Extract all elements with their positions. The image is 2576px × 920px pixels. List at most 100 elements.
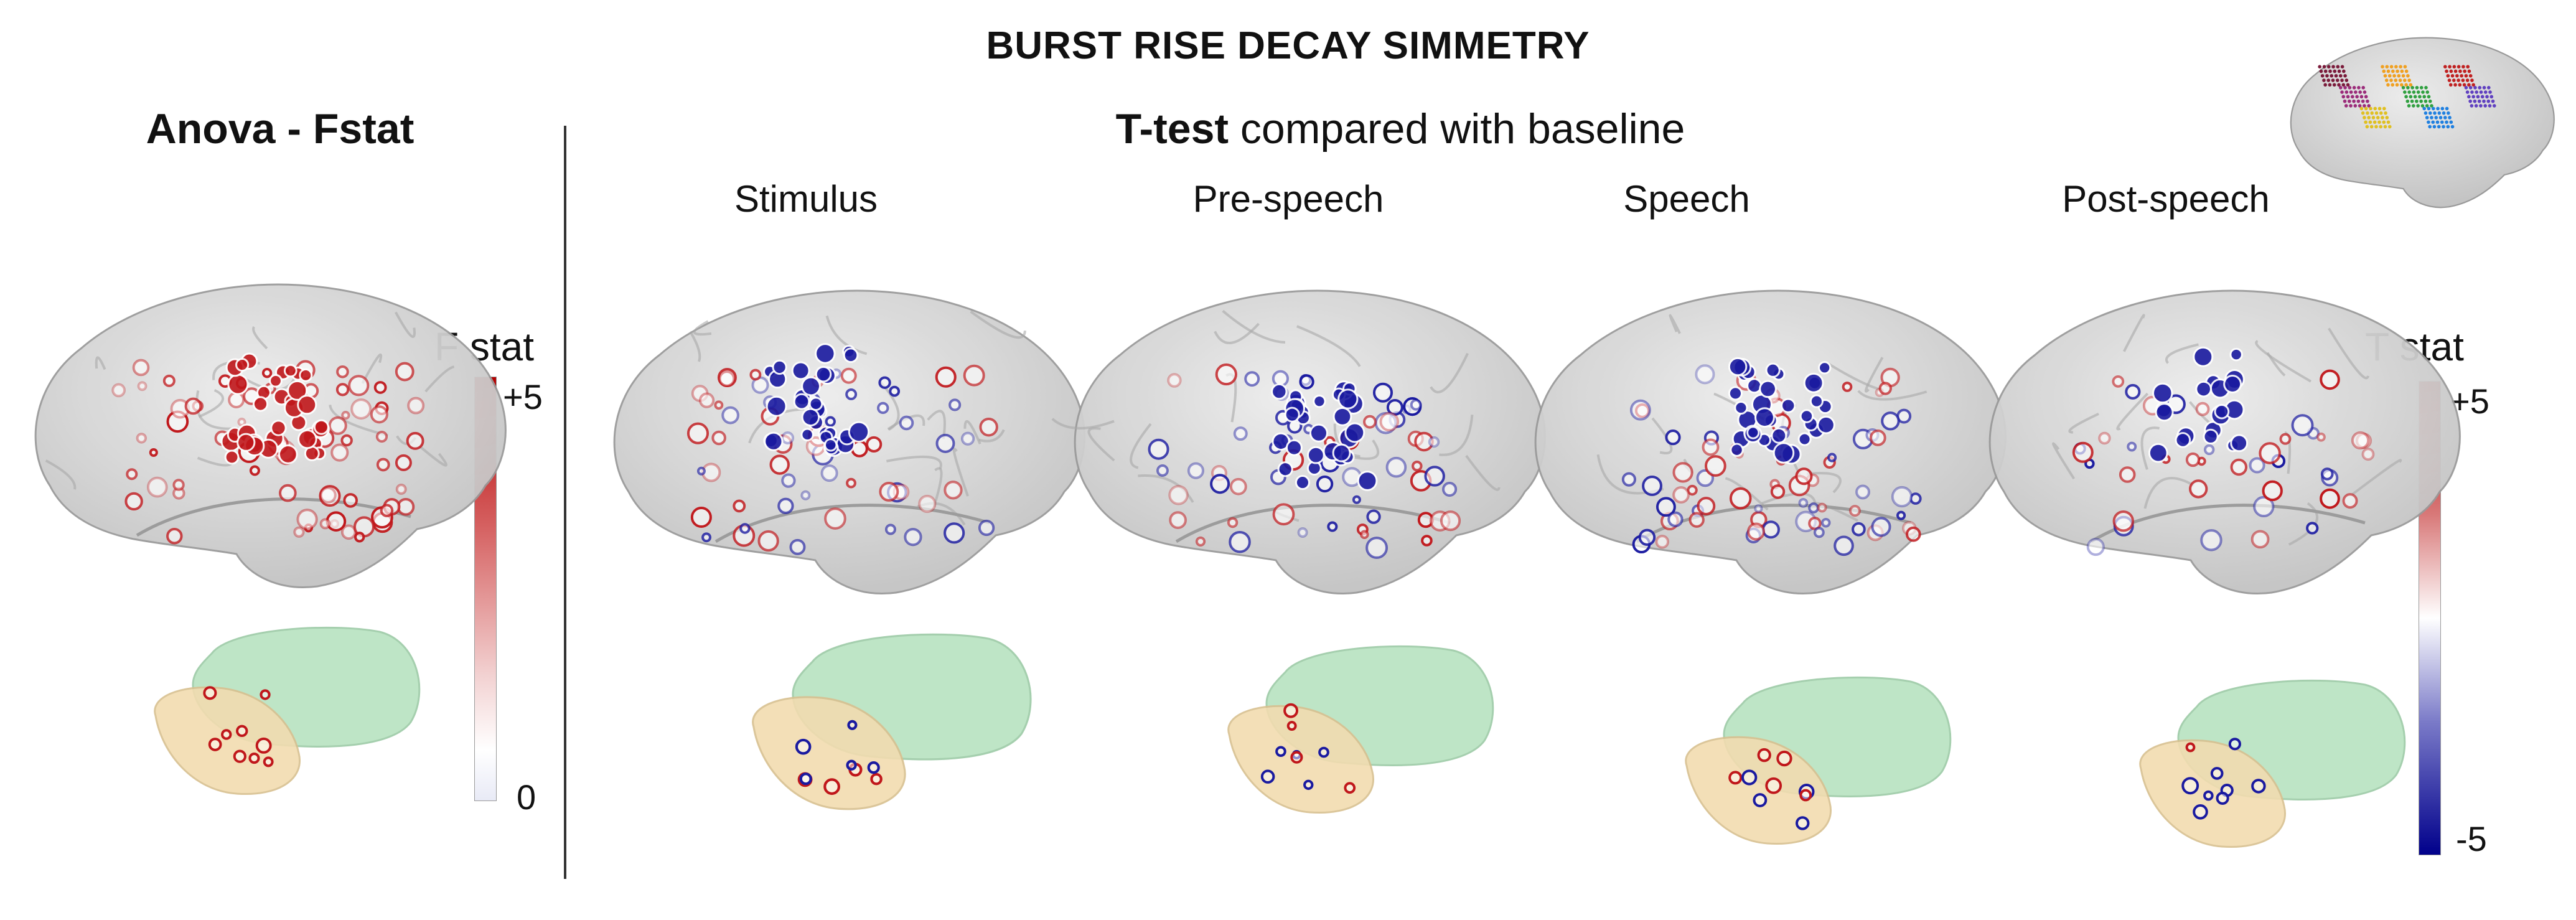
grid-electrode — [2381, 116, 2384, 120]
grid-electrode — [2446, 124, 2450, 129]
electrode-marker — [2125, 383, 2141, 400]
grid-electrode — [2343, 86, 2347, 90]
electrode-marker — [781, 431, 795, 444]
electrode-cluster-marker — [1773, 442, 1795, 464]
electrode-marker — [2216, 791, 2229, 805]
subcortex-post-speech — [2139, 679, 2406, 848]
electrode-cluster-marker — [237, 433, 256, 452]
electrode-marker — [1318, 746, 1329, 758]
grid-electrode — [2386, 69, 2391, 73]
brain-anova — [34, 283, 507, 588]
grid-electrode — [2467, 69, 2471, 73]
grid-electrode — [2386, 120, 2391, 124]
grid-electrode — [2448, 83, 2453, 87]
electrode-marker — [124, 492, 143, 511]
grid-electrode — [2352, 86, 2356, 90]
grid-electrode — [2399, 65, 2402, 68]
electrode-cluster-marker — [270, 420, 287, 436]
electrode-marker — [136, 433, 147, 444]
electrode-marker — [846, 759, 857, 771]
electrode-marker — [1379, 411, 1400, 432]
electrode-cluster-marker — [283, 364, 297, 378]
electrode-marker — [146, 476, 168, 498]
electrode-cluster-marker — [1809, 394, 1824, 408]
grid-electrode — [2488, 104, 2492, 108]
electrode-marker — [343, 493, 358, 508]
electrode-marker — [1757, 748, 1771, 763]
electrode-cluster-marker — [1277, 461, 1293, 477]
electrode-marker — [263, 756, 274, 767]
electrode-marker — [1729, 487, 1752, 510]
electrode-marker — [824, 507, 846, 530]
grid-electrode — [2453, 83, 2457, 87]
grid-electrode — [2427, 120, 2430, 124]
grid-electrode — [2342, 69, 2346, 73]
inset-electrode-map-brain — [2290, 37, 2555, 209]
electrode-marker — [236, 725, 248, 738]
grid-electrode — [2352, 99, 2356, 103]
electrode-marker — [1229, 477, 1247, 495]
electrode-marker — [1672, 462, 1693, 483]
electrode-cluster-marker — [1746, 378, 1763, 394]
grid-electrode — [2337, 83, 2341, 87]
electrode-marker — [825, 416, 836, 427]
electrode-marker — [1424, 466, 1445, 487]
grid-electrode — [2415, 99, 2419, 103]
electrode-marker — [1227, 517, 1239, 528]
electrode-cluster-marker — [2223, 375, 2242, 394]
grid-electrode — [2326, 78, 2330, 82]
grid-electrode — [2344, 104, 2348, 108]
grid-electrode — [2409, 83, 2413, 87]
electrode-cluster-marker — [793, 393, 810, 410]
figure-title: BURST RISE DECAY SIMMETRY — [986, 24, 1590, 67]
grid-electrode — [2450, 124, 2455, 129]
electrode-marker — [698, 392, 715, 408]
electrode-marker — [1366, 509, 1381, 524]
electrode-marker — [1795, 467, 1813, 486]
electrode-marker — [203, 686, 217, 700]
ttest-title-bold: T-test — [1115, 105, 1229, 153]
grid-electrode — [2464, 86, 2468, 90]
grid-electrode — [2389, 65, 2394, 68]
grid-electrode — [2348, 86, 2352, 90]
electrode-marker — [2320, 488, 2340, 509]
grid-electrode — [2416, 90, 2420, 94]
grid-electrode — [2339, 86, 2343, 90]
grid-electrode — [2434, 116, 2438, 120]
electrode-marker — [233, 749, 246, 763]
grid-electrode — [2470, 90, 2474, 94]
electrode-marker — [162, 374, 176, 387]
grid-electrode — [2377, 106, 2382, 111]
grid-electrode — [2492, 104, 2496, 108]
subcortex-stimulus — [752, 633, 1032, 810]
electrode-marker — [1754, 504, 1763, 514]
electrode-cluster-marker — [764, 431, 784, 451]
grid-electrode — [2464, 73, 2468, 78]
grid-electrode — [2406, 86, 2410, 90]
grid-electrode — [2468, 73, 2473, 78]
grid-electrode — [2403, 90, 2407, 94]
electrode-marker — [2185, 742, 2196, 753]
grid-electrode — [2465, 90, 2470, 94]
grid-electrode — [2326, 65, 2331, 68]
electrode-marker — [823, 778, 840, 796]
grid-electrode — [2359, 95, 2364, 99]
electrode-marker — [1363, 415, 1377, 429]
grid-electrode — [2389, 78, 2393, 82]
grid-electrode — [2343, 99, 2347, 103]
grid-electrode — [2349, 104, 2353, 108]
grid-electrode — [2384, 78, 2389, 82]
grid-electrode — [2479, 104, 2483, 108]
electrode-marker — [248, 752, 260, 764]
electrode-marker — [884, 523, 896, 535]
grid-electrode — [2394, 78, 2398, 82]
electrode-marker — [2112, 510, 2134, 532]
electrode-cluster-marker — [1271, 383, 1288, 400]
grid-electrode — [2407, 104, 2411, 108]
electrode-marker — [960, 431, 975, 446]
electrode-marker — [1299, 374, 1314, 390]
electrode-cluster-marker — [1754, 407, 1775, 428]
grid-electrode — [2346, 83, 2350, 87]
grid-electrode — [2367, 104, 2371, 108]
